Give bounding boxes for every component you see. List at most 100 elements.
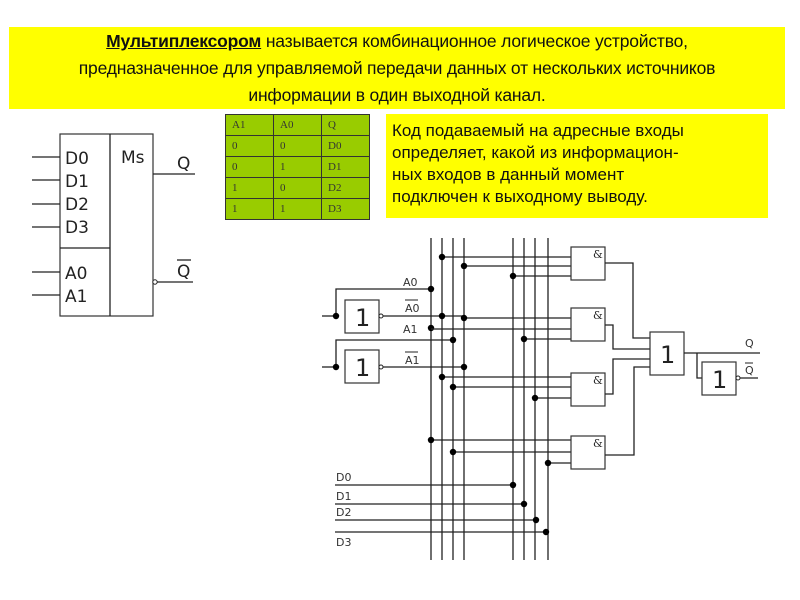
cell: 1	[273, 198, 322, 220]
mux-body	[59, 133, 154, 317]
and1-out	[605, 262, 650, 339]
junction	[532, 516, 540, 524]
a1-direct-wire	[335, 339, 453, 367]
q-output-label: Q	[745, 337, 754, 350]
cell: 1	[273, 156, 322, 178]
definition-text-1: называется комбинационное логическое уст…	[261, 31, 688, 51]
junction	[520, 500, 528, 508]
d3-label: D3	[336, 536, 351, 549]
inversion-bubble	[735, 375, 741, 381]
and2-out	[605, 324, 650, 350]
cell: 0	[225, 156, 274, 178]
symbol-a0-label: A0	[65, 264, 87, 284]
junction	[460, 314, 468, 322]
cell: 0	[273, 177, 322, 199]
and4-out-a	[633, 366, 650, 430]
cell: D2	[321, 177, 370, 199]
a0-direct-wire	[335, 288, 431, 316]
a0-bar-label: A0	[405, 302, 420, 315]
definition-line-2: предназначенное для управляемой передачи…	[78, 58, 716, 78]
not-gate-a1-label: 1	[355, 354, 370, 382]
mux-symbol: D0 D1 D2 D3 A0 A1 Ms Q Q	[32, 133, 195, 317]
truth-table-header: A1 A0 Q	[225, 114, 370, 136]
cell: 1	[225, 198, 274, 220]
header-a0: A0	[273, 114, 322, 136]
cell: D0	[321, 135, 370, 157]
not-gate-a1	[344, 349, 380, 384]
table-row: 1 1 D3	[225, 198, 370, 220]
symbol-d3-label: D3	[65, 218, 89, 238]
junction	[520, 335, 528, 343]
and-gate-2-label: &	[593, 309, 603, 322]
definition-banner: Мультиплексором называется комбинационно…	[9, 27, 785, 109]
a1-label: A1	[403, 323, 418, 336]
junction	[438, 373, 446, 381]
cell: 0	[273, 135, 322, 157]
defined-term: Мультиплексором	[106, 31, 262, 51]
symbol-qbar-label: Q	[177, 262, 190, 282]
and-gate-3	[570, 372, 606, 407]
cell: D1	[321, 156, 370, 178]
note-line: Код подаваемый на адресные входы	[392, 121, 684, 140]
junction	[427, 436, 435, 444]
junction	[427, 324, 435, 332]
junction	[438, 253, 446, 261]
header-a1: A1	[225, 114, 274, 136]
junction	[531, 394, 539, 402]
junction	[542, 528, 550, 536]
cell: 0	[225, 135, 274, 157]
and-gate-3-label: &	[593, 374, 603, 387]
and3-out	[605, 358, 650, 395]
junction	[438, 312, 446, 320]
and4-out-b	[605, 430, 635, 456]
table-row: 1 0 D2	[225, 177, 370, 199]
mux-circuit: 1 A0 A0 A1 1 A1 &	[322, 238, 760, 560]
junction	[332, 363, 340, 371]
table-row: 0 1 D1	[225, 156, 370, 178]
junction	[449, 336, 457, 344]
not-gate-a0-label: 1	[355, 304, 370, 332]
inversion-bubble	[152, 279, 158, 285]
not-gate-a0	[344, 299, 380, 334]
symbol-d2-label: D2	[65, 195, 89, 215]
junction	[460, 363, 468, 371]
inversion-bubble	[378, 364, 384, 370]
and-gate-4-label: &	[593, 437, 603, 450]
qbar-output-label: Q	[745, 364, 754, 377]
definition-line-1: Мультиплексором называется комбинационно…	[9, 28, 785, 55]
note-line: подключен к выходному выводу.	[392, 187, 648, 206]
d2-label: D2	[336, 506, 351, 519]
output-inverter-label: 1	[712, 366, 727, 394]
d0-label: D0	[336, 471, 351, 484]
note-line: ных входов в данный момент	[392, 165, 625, 184]
junction	[544, 459, 552, 467]
cell: 1	[225, 177, 274, 199]
symbol-d1-label: D1	[65, 172, 89, 192]
and-gate-1-label: &	[593, 248, 603, 261]
or-gate-label: 1	[660, 341, 675, 369]
junction	[332, 312, 340, 320]
address-note: Код подаваемый на адресные входы определ…	[386, 114, 768, 218]
symbol-d0-label: D0	[65, 149, 89, 169]
note-line: определяет, какой из информацион-	[392, 143, 679, 162]
a0-label: A0	[403, 276, 418, 289]
junction	[460, 262, 468, 270]
output-inverter	[701, 361, 737, 396]
symbol-a1-label: A1	[65, 287, 87, 307]
a1-bar-label: A1	[405, 354, 420, 367]
definition-line-3: информации в один выходной канал.	[248, 85, 546, 105]
and-gate-2	[570, 307, 606, 342]
symbol-function-label: Ms	[121, 148, 145, 168]
junction	[449, 448, 457, 456]
and-gate-4	[570, 435, 606, 470]
and-gate-1	[570, 246, 606, 281]
header-q: Q	[321, 114, 370, 136]
junction	[449, 383, 457, 391]
truth-table: A1 A0 Q 0 0 D0 0 1 D1 1 0 D2 1 1 D3	[225, 114, 370, 220]
or-gate	[649, 331, 685, 376]
junction	[427, 285, 435, 293]
junction	[509, 272, 517, 280]
d1-label: D1	[336, 490, 351, 503]
inversion-bubble	[378, 313, 384, 319]
junction	[509, 481, 517, 489]
